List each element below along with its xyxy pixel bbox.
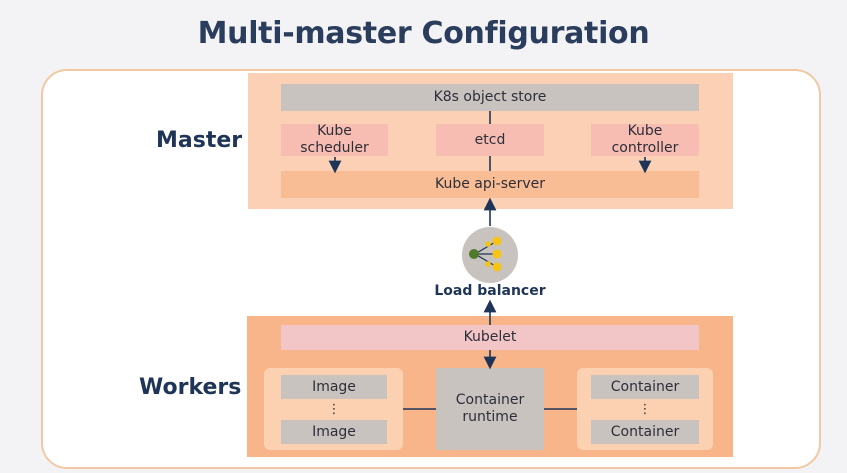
image-box-bottom: Image	[281, 420, 387, 444]
container-box-bottom: Container	[591, 420, 699, 444]
kube-controller-box: Kube controller	[591, 123, 699, 156]
load-balancer-icon	[462, 227, 518, 283]
image-box-top: Image	[281, 375, 387, 399]
container-ellipsis: ⋮	[638, 401, 652, 417]
kube-api-server-box: Kube api-server	[281, 171, 699, 198]
container-box-top: Container	[591, 375, 699, 399]
load-balancer-graphic	[469, 236, 502, 272]
etcd-box: etcd	[436, 124, 544, 156]
master-label: Master	[156, 128, 243, 153]
container-runtime-box: Container runtime	[436, 368, 544, 450]
page-title: Multi-master Configuration	[197, 16, 650, 51]
workers-label: Workers	[139, 375, 242, 400]
image-ellipsis: ⋮	[327, 401, 341, 417]
k8s-object-store-box: K8s object store	[281, 84, 699, 111]
load-balancer-label: Load balancer	[434, 283, 546, 299]
kube-scheduler-box: Kube scheduler	[281, 123, 388, 156]
kubelet-box: Kubelet	[281, 325, 699, 350]
